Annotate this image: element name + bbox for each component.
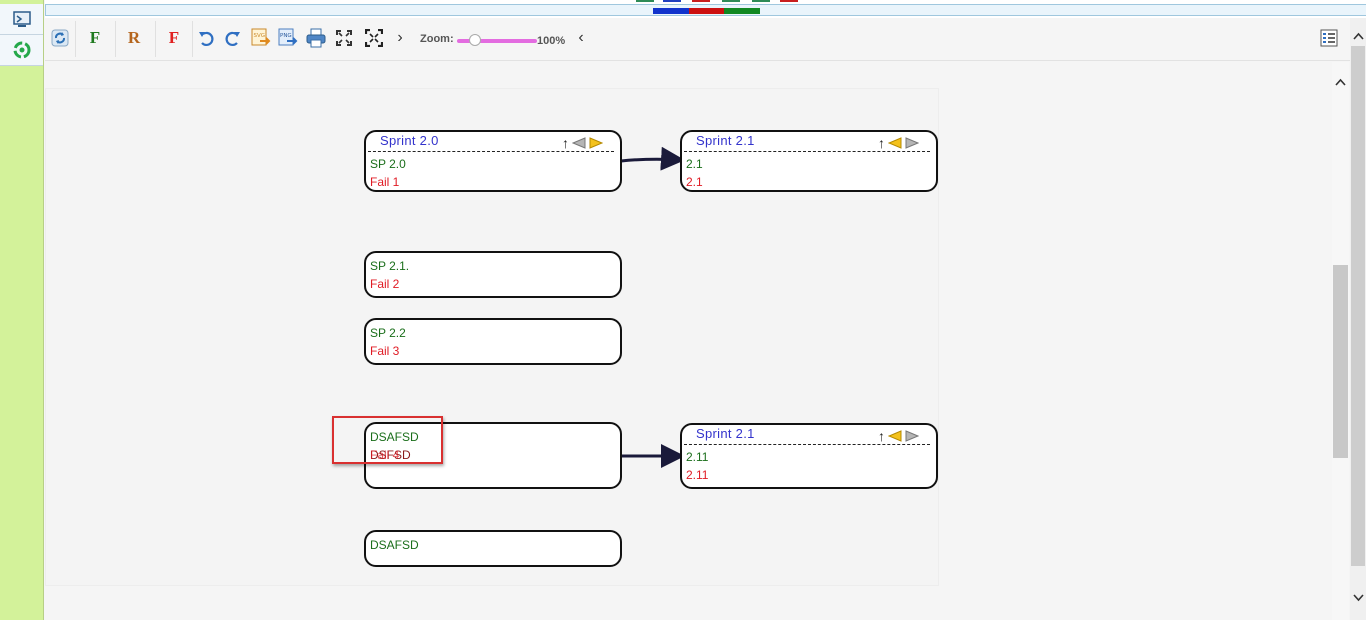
expand-toolbar-button[interactable]: › — [397, 29, 403, 46]
svg-text:PNG: PNG — [280, 33, 292, 39]
node-line-1: DSAFSD — [370, 430, 419, 444]
node-line-2: Fail 3 — [370, 344, 400, 358]
node-line-1: SP 2.2 — [370, 326, 406, 340]
node-title: Sprint 2.1 — [696, 133, 755, 148]
tab-marker — [636, 0, 654, 2]
node-dsafsd[interactable]: DSAFSD DSFSD Fail 4 — [364, 422, 622, 489]
node-line-2: Fail 2 — [370, 277, 400, 291]
next-arrow-icon[interactable] — [905, 430, 919, 442]
legend-button[interactable] — [1319, 26, 1339, 50]
prev-arrow-icon[interactable] — [888, 137, 902, 149]
export-svg-icon: SVG — [251, 28, 271, 46]
prev-arrow-icon[interactable] — [888, 430, 902, 442]
rail-button-console[interactable] — [0, 4, 43, 35]
toolbar: F R F SVG PNG — [45, 18, 1351, 61]
node-sp-2-2[interactable]: SP 2.2 Fail 3 — [364, 318, 622, 365]
fit-screen-button[interactable] — [333, 26, 355, 50]
node-dsafsd-2[interactable]: DSAFSD — [364, 530, 622, 567]
node-line-2: 2.11 — [686, 468, 709, 482]
node-title: Sprint 2.1 — [696, 426, 755, 441]
node-line-1: 2.11 — [686, 450, 709, 464]
node-sprint-2-0[interactable]: Sprint 2.0 ↑ SP 2.0 Fail 1 — [364, 130, 622, 192]
page-scroll-thumb[interactable] — [1351, 46, 1365, 566]
zoom-value: 100% — [537, 35, 566, 47]
rail-button-recycle[interactable] — [0, 35, 43, 66]
collapse-toolbar-button[interactable]: ‹ — [578, 29, 584, 46]
node-divider — [368, 151, 614, 152]
export-png-button[interactable]: PNG — [277, 26, 299, 50]
status-color-green — [724, 8, 760, 14]
refresh-icon — [51, 29, 69, 47]
node-sp-2-1[interactable]: SP 2.1. Fail 2 — [364, 251, 622, 298]
print-icon — [306, 28, 326, 48]
connector-sprint20-to-sprint21 — [620, 146, 685, 171]
undo-icon — [199, 31, 214, 46]
redo-button[interactable] — [223, 26, 243, 50]
prev-arrow-icon[interactable] — [572, 137, 586, 149]
canvas-scroll-thumb[interactable] — [1333, 265, 1348, 458]
separator — [115, 21, 116, 57]
separator — [192, 21, 193, 57]
status-color-red — [689, 8, 724, 14]
fit-screen-icon — [336, 30, 352, 46]
move-up-button[interactable]: ↑ — [878, 428, 885, 444]
filter-r-button[interactable]: R — [127, 28, 141, 47]
recycle-icon — [13, 41, 30, 59]
node-sprint-2-1-b[interactable]: Sprint 2.1 ↑ 2.11 2.11 — [680, 423, 938, 489]
tab-marker — [780, 0, 798, 2]
refresh-button[interactable] — [49, 26, 71, 50]
node-line-1: 2.1 — [686, 157, 703, 171]
page-scrollbar[interactable] — [1350, 18, 1366, 620]
fullscreen-icon — [365, 29, 383, 47]
export-svg-button[interactable]: SVG — [250, 26, 272, 50]
node-controls: ↑ — [878, 135, 919, 151]
node-title: Sprint 2.0 — [380, 133, 439, 148]
separator — [155, 21, 156, 57]
tab-marker — [663, 0, 681, 2]
node-line-1: SP 2.1. — [370, 259, 410, 273]
filter-f-red-button[interactable]: F — [168, 28, 180, 47]
print-button[interactable] — [305, 26, 327, 50]
svg-text:SVG: SVG — [254, 33, 266, 39]
zoom-slider-handle[interactable] — [469, 34, 481, 46]
fullscreen-button[interactable] — [363, 26, 385, 50]
undo-button[interactable] — [196, 26, 216, 50]
tab-marker — [752, 0, 770, 2]
scroll-up-icon[interactable] — [1335, 78, 1346, 86]
node-divider — [684, 151, 930, 152]
filter-f-button[interactable]: F — [89, 28, 101, 47]
separator — [75, 21, 76, 57]
zoom-slider[interactable] — [457, 39, 537, 43]
status-color-blue — [653, 8, 689, 14]
move-up-button[interactable]: ↑ — [878, 135, 885, 151]
node-controls: ↑ — [878, 428, 919, 444]
node-line-1: SP 2.0 — [370, 157, 406, 171]
node-line-2: Fail 1 — [370, 175, 400, 189]
legend-icon — [1320, 29, 1338, 47]
zoom-label: Zoom: — [420, 33, 454, 45]
console-icon — [12, 11, 31, 27]
page-scroll-down-icon[interactable] — [1353, 594, 1364, 602]
left-rail — [0, 0, 44, 620]
next-arrow-icon[interactable] — [589, 137, 603, 149]
node-controls: ↑ — [562, 135, 603, 151]
tab-marker — [692, 0, 710, 2]
node-line-1: DSAFSD — [370, 538, 419, 552]
node-line-2: DSFSD — [370, 448, 411, 462]
export-png-icon: PNG — [278, 28, 298, 46]
redo-icon — [225, 31, 240, 46]
node-sprint-2-1[interactable]: Sprint 2.1 ↑ 2.1 2.1 — [680, 130, 938, 192]
page-scroll-up-icon[interactable] — [1353, 32, 1364, 40]
next-arrow-icon[interactable] — [905, 137, 919, 149]
node-line-2: 2.1 — [686, 175, 703, 189]
tab-marker — [722, 0, 740, 2]
node-divider — [684, 444, 930, 445]
selection-highlight — [332, 416, 443, 464]
node-line-2-overlay: Fail 4 — [370, 448, 400, 462]
move-up-button[interactable]: ↑ — [562, 135, 569, 151]
